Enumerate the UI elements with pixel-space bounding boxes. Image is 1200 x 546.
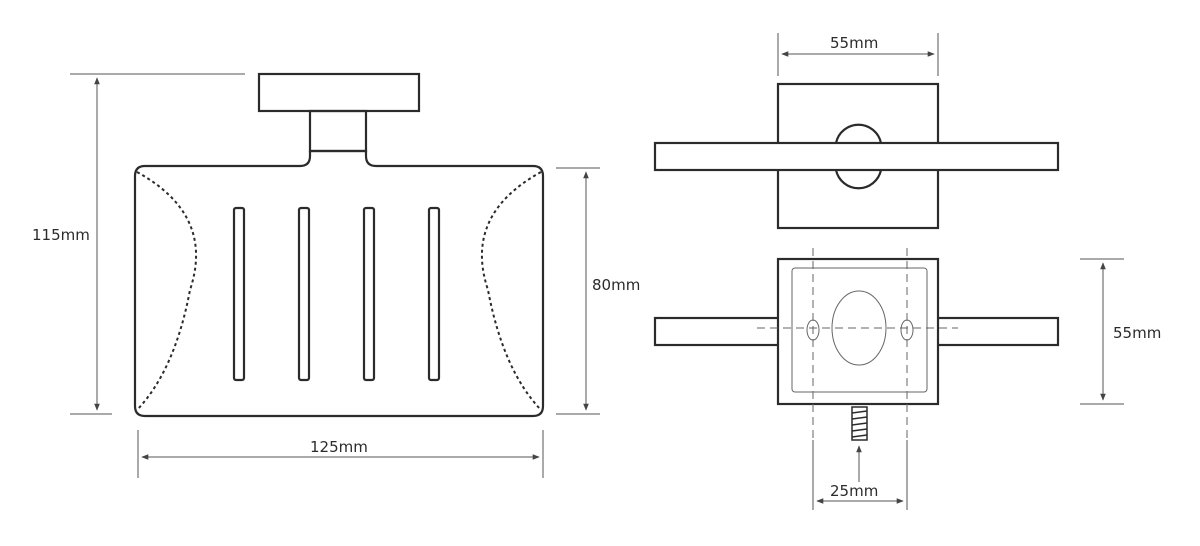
drain-slot: [297, 206, 311, 382]
back-view: [653, 257, 1060, 406]
dim-label-125mm: 125mm: [310, 438, 368, 456]
center-oval: [831, 290, 887, 366]
drain-slot: [427, 206, 441, 382]
wall-plate-square-back: [776, 257, 940, 406]
back-view-details: [757, 248, 958, 440]
tray-rod-right: [934, 316, 1060, 347]
round-boss-bottom: [834, 169, 883, 190]
screw-icon: [851, 406, 868, 441]
tray-left-curve: [136, 171, 198, 411]
dim-label-25mm: 25mm: [830, 482, 878, 500]
front-dimensions: [70, 73, 600, 478]
dim-label-80mm: 80mm: [592, 276, 640, 294]
top-dimensions: [777, 33, 939, 76]
drain-slot: [232, 206, 246, 382]
tray-rod-top: [653, 141, 1060, 172]
round-boss-top: [834, 123, 883, 144]
drain-slot: [362, 206, 376, 382]
back-dimensions: [812, 258, 1124, 510]
wall-plate-top: [257, 72, 421, 113]
bracket-stem: [308, 109, 368, 153]
front-view: [133, 72, 545, 418]
top-view: [653, 82, 1060, 230]
dim-label-55mm-top: 55mm: [830, 34, 878, 52]
soap-tray-outline: [133, 149, 545, 418]
dim-label-115mm: 115mm: [32, 226, 90, 244]
tray-rod-left: [653, 316, 782, 347]
dim-label-55mm-side: 55mm: [1113, 324, 1161, 342]
inner-plate-outline: [791, 267, 928, 393]
tray-right-curve: [480, 171, 542, 411]
